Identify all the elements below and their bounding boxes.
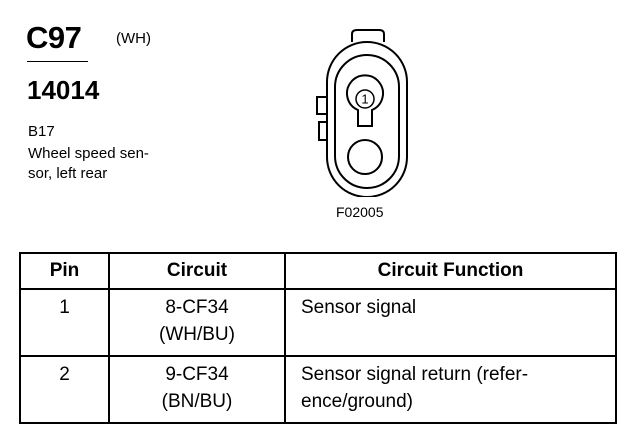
connector-inner-cavity [334,54,400,189]
table-header-row: Pin Circuit Circuit Function [19,252,617,290]
cell-circuit: 8-CF34 (WH/BU) [108,288,286,357]
pin-2-cavity [347,139,383,175]
connector-face-drawing: 1 [316,29,408,197]
pin-1-label-circle [355,89,375,109]
header-circuit-function: Circuit Function [284,252,617,290]
function-text: ence/ground) [301,391,413,412]
function-text: Sensor signal return (refer- [301,364,529,385]
table-row: 2 9-CF34 (BN/BU) Sensor signal return (r… [19,355,617,424]
pin-table: Pin Circuit Circuit Function 1 8-CF34 (W… [19,252,617,424]
pin-1-label: 1 [361,92,368,107]
description-line: sor, left rear [28,165,108,182]
cell-pin: 2 [19,355,110,424]
cell-function: Sensor signal [284,288,617,357]
table-row: 1 8-CF34 (WH/BU) Sensor signal [19,288,617,357]
connector-id: C97 [26,20,82,55]
function-text: Sensor signal [301,297,417,318]
title-divider [27,61,88,62]
locking-rib [316,96,327,115]
circuit-color: (BN/BU) [161,391,233,412]
cell-circuit: 9-CF34 (BN/BU) [108,355,286,424]
description-line: Wheel speed sen- [28,145,149,162]
header-circuit: Circuit [108,252,286,290]
component-description: Wheel speed sen- sor, left rear [28,144,178,184]
latch-tab [351,29,385,42]
cell-pin: 1 [19,288,110,357]
figure-label: F02005 [336,204,384,220]
circuit-color: (WH/BU) [159,324,235,345]
circuit-number: 9-CF34 [165,364,229,385]
locking-rib [318,121,327,141]
header-pin: Pin [19,252,110,290]
circuit-number: 8-CF34 [165,297,229,318]
connector-outer-shell [326,41,408,197]
part-number: 14014 [27,75,100,105]
color-code: (WH) [116,30,151,47]
component-ref: B17 [28,123,55,140]
cell-function: Sensor signal return (refer- ence/ground… [284,355,617,424]
pin-1-cavity [346,74,384,127]
